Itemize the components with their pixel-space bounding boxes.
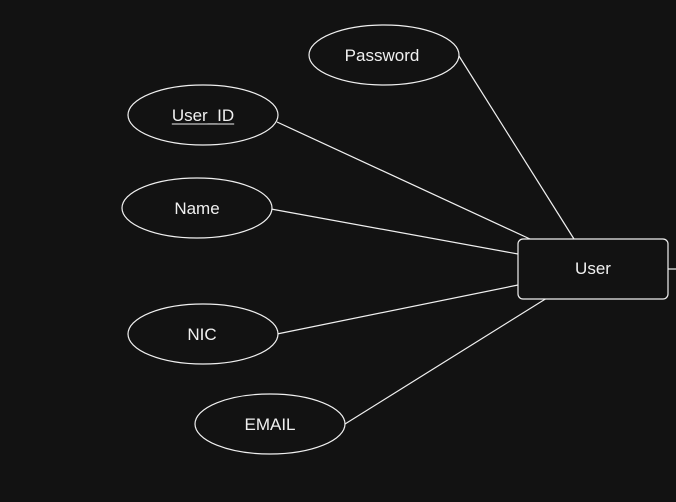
attribute-email-ellipse	[194, 393, 346, 455]
attribute-nic-label: NIC	[187, 325, 216, 344]
connector-name	[270, 208, 519, 255]
attribute-user-id-label: User_ID	[172, 106, 234, 125]
connector-password	[458, 55, 575, 240]
attribute-name-ellipse	[121, 177, 273, 239]
connector-nic	[276, 284, 519, 335]
attribute-password-ellipse	[308, 24, 460, 86]
attribute-email[interactable]: EMAIL	[194, 393, 346, 455]
attribute-nic-ellipse	[127, 303, 279, 365]
attribute-email-label: EMAIL	[244, 415, 295, 434]
attribute-password[interactable]: Password	[308, 24, 460, 86]
attribute-user-id-ellipse	[127, 84, 279, 146]
entity-user-box	[517, 238, 669, 300]
attribute-password-label: Password	[345, 46, 420, 65]
entity-user-label: User	[575, 259, 611, 278]
attribute-name[interactable]: Name	[121, 177, 273, 239]
connector-user-id	[276, 121, 531, 240]
entity-user[interactable]: User	[517, 238, 669, 300]
attribute-nic[interactable]: NIC	[127, 303, 279, 365]
attribute-user-id[interactable]: User_ID	[127, 84, 279, 146]
connectors	[270, 55, 676, 425]
connector-email	[344, 297, 548, 425]
attribute-name-label: Name	[174, 199, 219, 218]
